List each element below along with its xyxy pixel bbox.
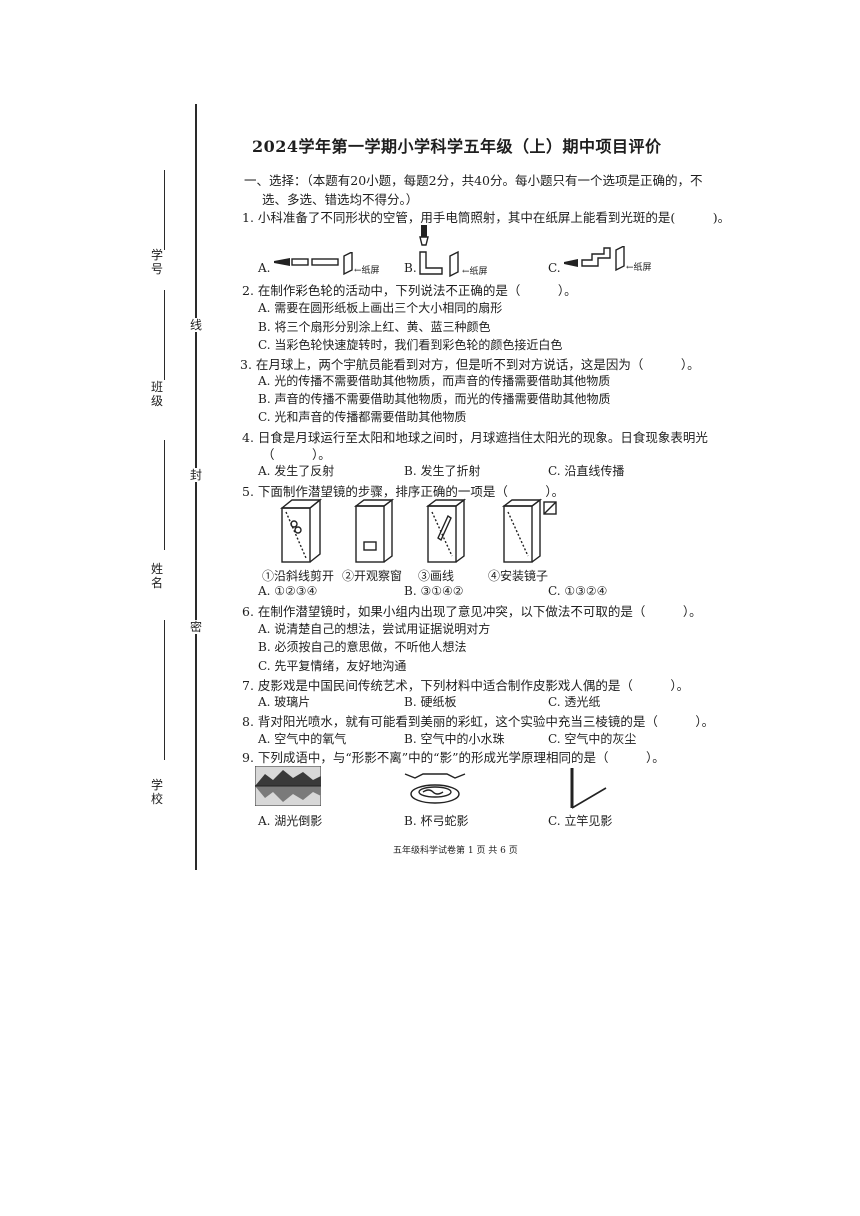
question-4-option-c: C. 沿直线传播 bbox=[548, 464, 625, 478]
question-1-screen-label-c: ←纸屏 bbox=[626, 263, 652, 273]
pole-shadow-image bbox=[570, 768, 607, 809]
question-5-caption-4: ④安装镜子 bbox=[488, 569, 549, 583]
bent-tube-diagram bbox=[419, 250, 459, 278]
section-instructions-line2: 选、多选、错选均不得分。） bbox=[262, 192, 419, 207]
question-3-text: 3. 在月球上，两个宇航员能看到对方，但是听不到对方说话，这是因为（ ）。 bbox=[240, 357, 700, 372]
question-4-option-b: B. 发生了折射 bbox=[404, 464, 481, 478]
binding-rule-name bbox=[164, 440, 165, 550]
question-6-option-b: B. 必须按自己的意思做，不听他人想法 bbox=[258, 640, 467, 654]
question-9-option-b: B. 杯弓蛇影 bbox=[404, 814, 469, 828]
periscope-step-mirror-diagram bbox=[501, 498, 557, 563]
question-1-option-b-label: B. bbox=[404, 261, 417, 275]
question-5-caption-2: ②开观察窗 bbox=[342, 569, 403, 583]
question-3-option-c: C. 光和声音的传播都需要借助其他物质 bbox=[258, 410, 467, 424]
zigzag-tube-diagram bbox=[564, 246, 625, 272]
seal-mark-secret: 密 bbox=[189, 620, 203, 634]
field-label-name: 姓名 bbox=[150, 562, 163, 590]
seal-mark-line: 线 bbox=[189, 318, 203, 332]
question-2-option-a: A. 需要在圆形纸板上画出三个大小相同的扇形 bbox=[258, 301, 503, 315]
binding-rule-studentid bbox=[164, 170, 165, 250]
question-6-text: 6. 在制作潜望镜时，如果小组内出现了意见冲突，以下做法不可取的是（ ）。 bbox=[242, 604, 702, 619]
question-7-option-c: C. 透光纸 bbox=[548, 695, 601, 709]
question-4-text: 4. 日食是月球运行至太阳和地球之间时，月球遮挡住太阳光的现象。日食现象表明光 bbox=[242, 430, 708, 445]
question-7-option-b: B. 硬纸板 bbox=[404, 695, 457, 709]
question-2-option-c: C. 当彩色轮快速旋转时，我们看到彩色轮的颜色接近白色 bbox=[258, 338, 563, 352]
question-3-option-b: B. 声音的传播不需要借助其他物质，而光的传播需要借助其他物质 bbox=[258, 392, 611, 406]
periscope-step-window-diagram bbox=[353, 498, 395, 563]
question-1-option-a-label: A. bbox=[258, 261, 271, 275]
question-4-text-continued: （ ）。 bbox=[262, 447, 331, 462]
straight-tube-diagram bbox=[274, 252, 353, 276]
question-1-text: 1. 小科准备了不同形状的空管，用手电筒照射，其中在纸屏上能看到光斑的是( )。 bbox=[242, 210, 731, 225]
question-3-option-a: A. 光的传播不需要借助其他物质，而声音的传播需要借助其他物质 bbox=[258, 374, 611, 388]
question-2-text: 2. 在制作彩色轮的活动中，下列说法不正确的是（ ）。 bbox=[242, 283, 577, 298]
question-2-option-b: B. 将三个扇形分别涂上红、黄、蓝三种颜色 bbox=[258, 320, 491, 334]
question-6-option-a: A. 说清楚自己的想法，尝试用证据说明对方 bbox=[258, 622, 491, 636]
question-5-text: 5. 下面制作潜望镜的步骤，排序正确的一项是（ ）。 bbox=[242, 484, 565, 499]
binding-rule-class bbox=[164, 290, 165, 380]
field-label-student-id: 学号 bbox=[150, 248, 163, 276]
question-7-option-a: A. 玻璃片 bbox=[258, 695, 311, 709]
question-5-option-a: A. ①②③④ bbox=[258, 584, 318, 598]
question-5-caption-3: ③画线 bbox=[418, 569, 455, 583]
question-1-screen-label-b: ←纸屏 bbox=[462, 267, 488, 277]
question-8-option-c: C. 空气中的灰尘 bbox=[548, 732, 637, 746]
flashlight-vertical-icon bbox=[419, 225, 429, 246]
section-instructions-line1: 一、选择：（本题有20小题，每题2分，共40分。每小题只有一个选项是正确的，不 bbox=[244, 173, 703, 188]
question-1-option-c-label: C. bbox=[548, 261, 561, 275]
lake-reflection-image bbox=[255, 766, 321, 806]
page-title: 2024学年第一学期小学科学五年级（上）期中项目评价 bbox=[252, 137, 662, 156]
question-1-screen-label-a: ←纸屏 bbox=[354, 266, 380, 276]
question-5-option-b: B. ③①④② bbox=[404, 584, 464, 598]
question-8-option-b: B. 空气中的小水珠 bbox=[404, 732, 505, 746]
cup-bow-snake-image bbox=[404, 773, 466, 804]
binding-line bbox=[195, 104, 197, 870]
page-footer: 五年级科学试卷第 1 页 共 6 页 bbox=[393, 846, 518, 856]
periscope-step-cut-diagram bbox=[280, 498, 322, 563]
question-7-text: 7. 皮影戏是中国民间传统艺术，下列材料中适合制作皮影戏人偶的是（ ）。 bbox=[242, 678, 690, 693]
question-5-caption-1: ①沿斜线剪开 bbox=[262, 569, 335, 583]
question-9-option-c: C. 立竿见影 bbox=[548, 814, 613, 828]
seal-mark-seal: 封 bbox=[189, 468, 203, 482]
question-9-text: 9. 下列成语中，与“形影不离”中的“影”的形成光学原理相同的是（ ）。 bbox=[242, 750, 665, 765]
question-9-option-a: A. 湖光倒影 bbox=[258, 814, 323, 828]
question-4-option-a: A. 发生了反射 bbox=[258, 464, 335, 478]
field-label-class: 班级 bbox=[150, 380, 163, 408]
question-5-option-c: C. ①③②④ bbox=[548, 584, 608, 598]
binding-rule-school bbox=[164, 620, 165, 760]
periscope-step-draw-diagram bbox=[425, 498, 467, 563]
field-label-school: 学校 bbox=[150, 778, 163, 806]
question-8-option-a: A. 空气中的氧气 bbox=[258, 732, 347, 746]
question-8-text: 8. 背对阳光喷水，就有可能看到美丽的彩虹，这个实验中充当三棱镜的是（ ）。 bbox=[242, 714, 715, 729]
question-6-option-c: C. 先平复情绪，友好地沟通 bbox=[258, 659, 407, 673]
